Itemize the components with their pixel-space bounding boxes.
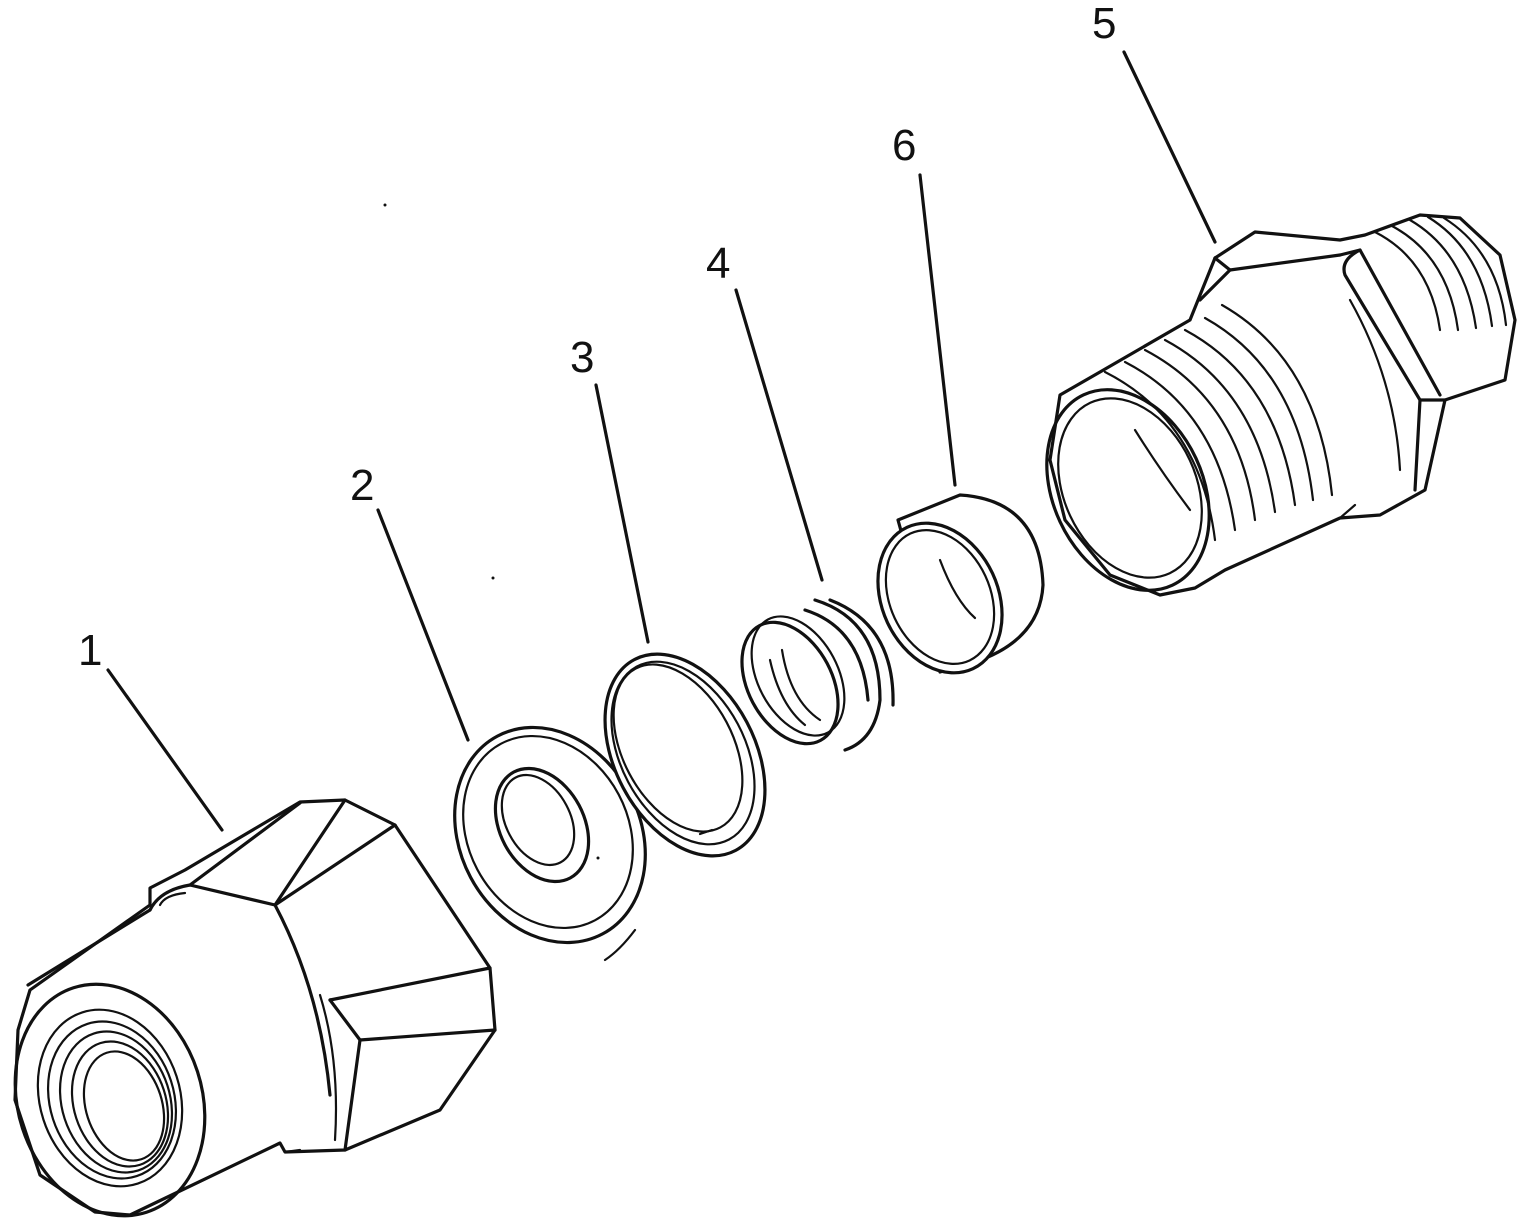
leader-lines	[106, 50, 1217, 832]
part-6-sleeve	[876, 493, 1045, 675]
callout-4: 4	[706, 239, 730, 288]
speck	[491, 576, 495, 580]
part-3-ring	[603, 652, 767, 858]
internal-thread	[46, 1020, 178, 1180]
leader-5	[1122, 50, 1217, 244]
speck	[596, 856, 600, 860]
callout-labels: 1 2 3 4 5 6	[78, 0, 1116, 675]
part-1-hex-nut	[13, 798, 497, 1218]
callout-6: 6	[892, 121, 916, 170]
speck	[383, 203, 387, 207]
leader-3	[594, 383, 650, 644]
callout-2: 2	[350, 461, 374, 510]
leader-1	[106, 668, 224, 832]
external-thread-small	[1373, 215, 1508, 332]
leader-6	[918, 173, 957, 487]
callout-1: 1	[78, 626, 102, 675]
part-5-adapter	[1045, 213, 1517, 597]
callout-3: 3	[570, 333, 594, 382]
leader-4	[734, 288, 824, 582]
part-4-spring	[740, 598, 895, 752]
external-thread-large	[1103, 303, 1334, 542]
leader-2	[376, 508, 470, 742]
callout-5: 5	[1092, 0, 1116, 48]
